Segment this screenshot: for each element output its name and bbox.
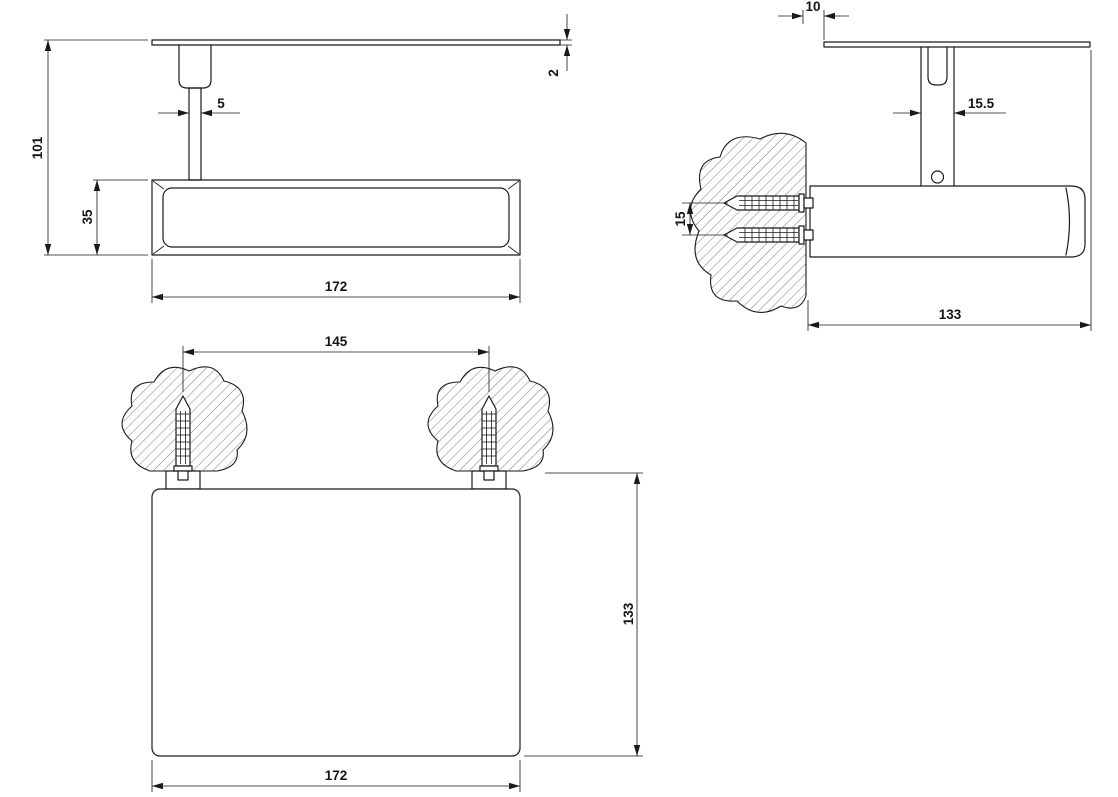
- shelf-plate-front: [151, 39, 561, 46]
- wall-section: [689, 132, 807, 313]
- plan-view: 145 133 172: [121, 334, 643, 792]
- dim-front-width: 172: [151, 259, 521, 303]
- dim-plan-hole-spacing: 145: [182, 334, 490, 392]
- dim-label-front-post-width: 5: [217, 96, 225, 111]
- dim-label-plan-depth: 133: [621, 602, 636, 625]
- dim-side-bracket-width: 15.5: [893, 96, 1006, 117]
- bracket-side: [920, 46, 955, 187]
- dim-side-depth: 133: [807, 50, 1092, 331]
- shelf-plate-plan: [151, 488, 521, 757]
- dim-plan-depth: 133: [524, 472, 643, 757]
- dim-label-plan-width: 172: [325, 768, 348, 783]
- shelf-plate-side: [823, 41, 1091, 48]
- dim-label-front-rail-height: 35: [80, 209, 95, 225]
- rail-side: [809, 185, 1086, 258]
- dim-label-side-top-offset: 10: [805, 0, 820, 14]
- dim-label-front-shelf-thickness: 2: [546, 69, 561, 77]
- dim-side-anchor-spacing: 15: [673, 202, 728, 236]
- rail-front: [151, 179, 521, 256]
- bracket-clamp-front: [178, 44, 212, 89]
- dim-front-shelf-thickness: 2: [546, 14, 572, 77]
- wall-plug-screw-upper: [723, 193, 814, 213]
- dim-front-rail-height: 35: [80, 179, 148, 255]
- front-view: 101 35 5 2 172: [30, 14, 572, 303]
- dim-label-front-width: 172: [325, 279, 348, 294]
- wall-plug-screw-left: [173, 395, 193, 481]
- dim-label-side-depth: 133: [939, 307, 962, 322]
- bracket-hole: [930, 170, 945, 184]
- wall-plug-screw-lower: [723, 225, 814, 245]
- dim-label-plan-hole-spacing: 145: [325, 334, 348, 349]
- bracket-post-front: [188, 87, 202, 181]
- rail-corner-chamfers: [152, 180, 520, 255]
- dim-label-front-height: 101: [30, 136, 45, 159]
- dim-front-height: 101: [30, 39, 148, 256]
- dim-label-side-anchor-spacing: 15: [673, 211, 688, 227]
- dim-front-post-width: 5: [158, 96, 240, 117]
- wall-plug-screw-right: [479, 395, 499, 481]
- dim-plan-width: 172: [151, 760, 521, 792]
- dim-label-side-bracket-width: 15.5: [968, 96, 995, 111]
- side-view: 10 15.5 15 133: [673, 0, 1092, 331]
- dim-side-top-offset: 10: [778, 0, 849, 40]
